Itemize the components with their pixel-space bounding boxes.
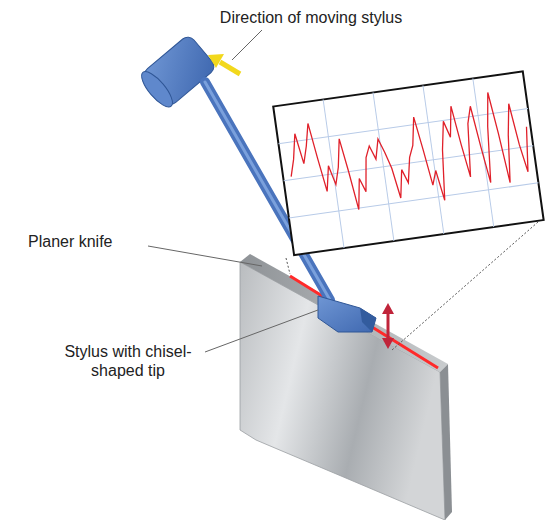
direction-label: Direction of moving stylus — [176, 8, 446, 27]
stylus-label: Stylus with chisel-shaped tip — [48, 342, 208, 380]
vertical-motion-arrow — [382, 303, 394, 349]
planer-knife — [240, 254, 452, 520]
measured-edge — [290, 276, 438, 368]
knife-label: Planer knife — [28, 232, 178, 251]
profile-graph — [273, 71, 543, 255]
